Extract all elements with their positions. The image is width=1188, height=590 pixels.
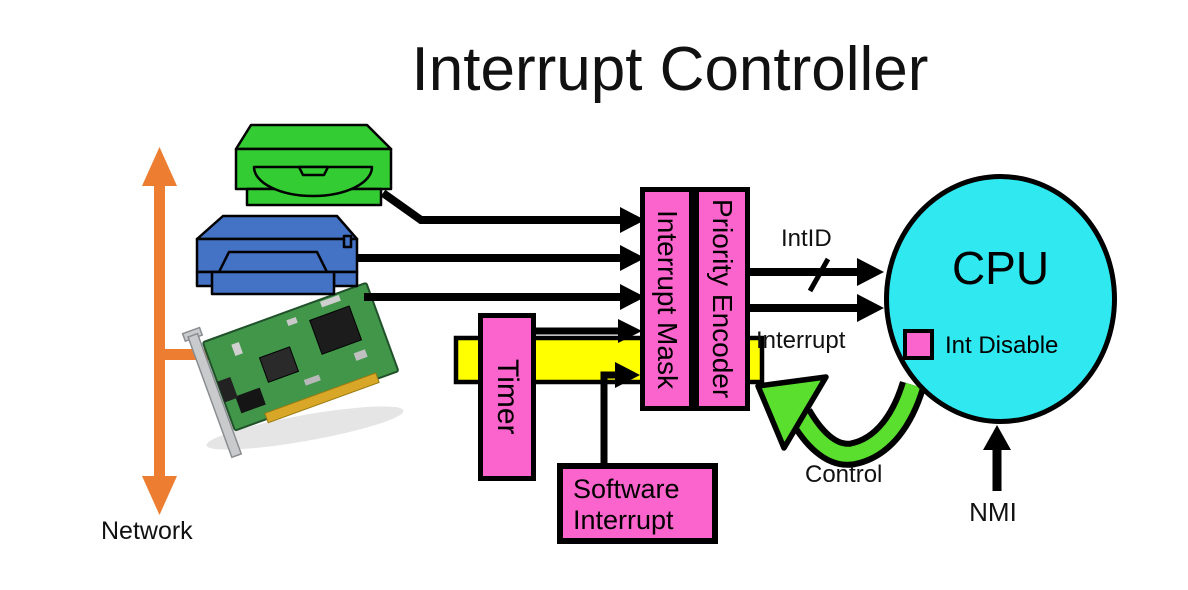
interrupt-arrow bbox=[749, 294, 884, 322]
network-card-icon bbox=[181, 282, 399, 459]
interrupt-mask-box: Interrupt Mask bbox=[640, 187, 694, 411]
control-label: Control bbox=[805, 461, 883, 488]
software-interrupt-label-line2: Interrupt bbox=[573, 505, 674, 535]
network-card-shadow bbox=[206, 406, 404, 450]
printer-icon bbox=[195, 214, 359, 296]
device-request-arrowheads bbox=[620, 207, 645, 310]
page-title: Interrupt Controller bbox=[411, 35, 929, 104]
priority-encoder-label: Priority Encoder bbox=[707, 199, 738, 399]
int-disable-label: Int Disable bbox=[945, 332, 1059, 359]
interrupt-label: Interrupt bbox=[756, 327, 846, 354]
nmi-label: NMI bbox=[969, 497, 1017, 527]
int-disable-flag bbox=[903, 329, 934, 360]
priority-encoder-box: Priority Encoder bbox=[694, 187, 750, 411]
intid-label: IntID bbox=[781, 225, 832, 252]
network-label: Network bbox=[101, 517, 193, 545]
nmi-arrow bbox=[983, 425, 1011, 491]
interrupt-mask-label: Interrupt Mask bbox=[652, 209, 683, 389]
cpu-circle: CPU Int Disable bbox=[884, 174, 1117, 424]
timer-label: Timer bbox=[491, 359, 524, 435]
timer-box: Timer bbox=[478, 313, 536, 481]
device-request-arrows bbox=[356, 189, 621, 301]
timer-arrow bbox=[534, 319, 642, 343]
cpu-label: CPU bbox=[951, 242, 1050, 294]
cd-drive-arrow bbox=[380, 189, 621, 224]
cd-drive-icon bbox=[234, 123, 393, 207]
software-interrupt-arrow bbox=[600, 362, 640, 464]
software-interrupt-box: Software Interrupt bbox=[557, 463, 718, 544]
intid-arrow bbox=[749, 257, 884, 293]
bus-width-slash bbox=[807, 257, 831, 293]
control-arrow bbox=[755, 374, 926, 468]
software-interrupt-label-line1: Software bbox=[573, 474, 680, 504]
